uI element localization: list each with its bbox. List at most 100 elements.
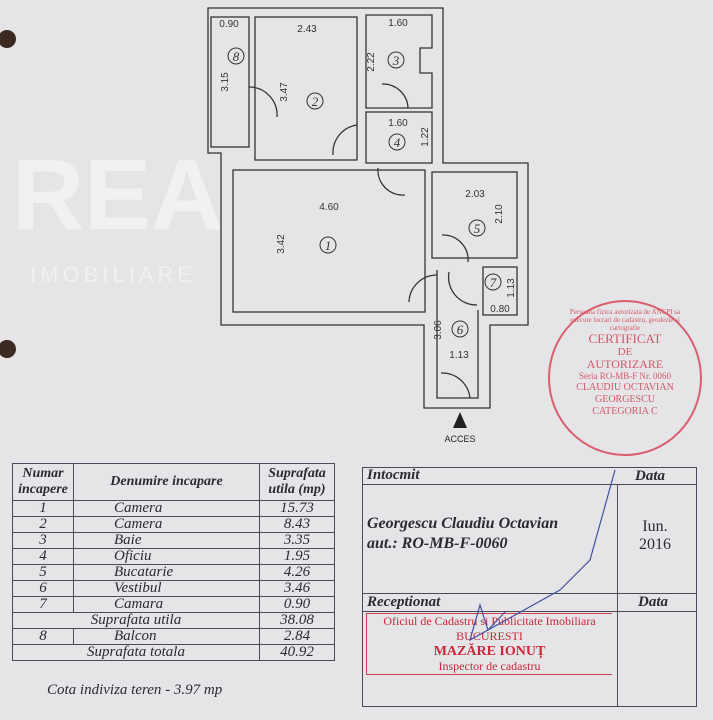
room-area: 2.84 bbox=[259, 628, 335, 645]
room-number: 4 bbox=[12, 548, 74, 565]
room-number: 3 bbox=[12, 532, 74, 549]
room-number: 1 bbox=[12, 500, 74, 517]
dim-label: 2.10 bbox=[494, 204, 505, 224]
subtotal-row: Suprafata utila 38.08 bbox=[12, 612, 335, 629]
header-number: Numar incapere bbox=[12, 463, 74, 501]
room-number: 6 bbox=[12, 580, 74, 597]
room-8-balcony bbox=[210, 16, 250, 148]
dim-label: 2.43 bbox=[297, 24, 317, 35]
room-1 bbox=[232, 169, 426, 313]
door-arc bbox=[381, 83, 409, 109]
date-value: Iun. 2016 bbox=[639, 518, 671, 554]
dim-label: 2.22 bbox=[366, 52, 377, 72]
room-area: 15.73 bbox=[259, 500, 335, 517]
room-number: 4 bbox=[394, 135, 401, 150]
room-number: 2 bbox=[12, 516, 74, 533]
room-name: Bucatarie bbox=[73, 564, 260, 581]
inspector-stamp: Oficiul de Cadastru si Publicitate Imobi… bbox=[366, 613, 612, 675]
authorization-seal: Persoana fizica autorizata de ANCPI sa e… bbox=[548, 300, 702, 456]
dim-label: 3.42 bbox=[276, 234, 287, 254]
room-area: 3.35 bbox=[259, 532, 335, 549]
dim-label: 0.90 bbox=[219, 19, 239, 30]
room-number: 6 bbox=[457, 322, 464, 337]
room-4 bbox=[365, 111, 433, 164]
room-6 bbox=[436, 270, 479, 399]
received-date-label: Data bbox=[638, 594, 668, 610]
table-header: Numar incapere Denumire incapare Suprafa… bbox=[12, 463, 335, 501]
total-row: Suprafata totala 40.92 bbox=[12, 644, 335, 661]
date-label: Data bbox=[635, 468, 665, 484]
dim-label: 1.22 bbox=[420, 127, 431, 147]
door-arc bbox=[408, 274, 438, 303]
seal-line: CATEGORIA C bbox=[592, 406, 658, 417]
room-number: 5 bbox=[474, 221, 481, 236]
room-number: 2 bbox=[312, 94, 319, 109]
seal-line: DE bbox=[617, 346, 633, 358]
seal-ring-text: Persoana fizica autorizata de ANCPI sa e… bbox=[569, 308, 681, 332]
author-name: Georgescu Claudiu Octavian bbox=[367, 515, 559, 532]
room-number: 7 bbox=[12, 596, 74, 613]
seal-line: GEORGESCU bbox=[594, 394, 655, 405]
dim-label: 3.06 bbox=[433, 320, 444, 340]
subtotal-label: Suprafata utila bbox=[12, 612, 260, 629]
dim-label: 3.15 bbox=[220, 72, 231, 92]
dim-label: 4.60 bbox=[319, 202, 339, 213]
dim-label: 3.47 bbox=[279, 82, 290, 102]
access-label: ACCES bbox=[444, 434, 475, 444]
stamp-inspector-title: Inspector de cadastru bbox=[438, 659, 541, 673]
room-area: 4.26 bbox=[259, 564, 335, 581]
room-name: Baie bbox=[73, 532, 260, 549]
seal-line: Seria RO-MB-F Nr. 0060 bbox=[579, 371, 671, 381]
room-area: 0.90 bbox=[259, 596, 335, 613]
total-label: Suprafata totala bbox=[12, 644, 260, 661]
door-arc bbox=[440, 372, 471, 399]
floor-plan: 0.90 2.43 1.60 2.22 3.15 3.47 1.60 1.22 … bbox=[207, 7, 529, 444]
door-arc bbox=[248, 86, 278, 118]
dim-label: 1.13 bbox=[449, 350, 469, 361]
room-number: 3 bbox=[392, 53, 400, 68]
room-number: 1 bbox=[325, 238, 332, 253]
stamp-office: Oficiul de Cadastru si Publicitate Imobi… bbox=[383, 614, 596, 628]
access-arrow-icon bbox=[453, 412, 467, 428]
rooms-table: Numar incapere Denumire incapare Suprafa… bbox=[12, 463, 335, 661]
punch-hole bbox=[0, 340, 16, 358]
author-authorization: aut.: RO-MB-F-0060 bbox=[367, 535, 508, 552]
land-share-caption: Cota indiviza teren - 3.97 mp bbox=[47, 682, 223, 698]
room-number: 7 bbox=[490, 275, 497, 290]
room-name: Oficiu bbox=[73, 548, 260, 565]
room-number: 8 bbox=[233, 49, 240, 64]
room-number: 5 bbox=[12, 564, 74, 581]
dim-label: 1.60 bbox=[388, 118, 408, 129]
room-number: 8 bbox=[12, 628, 74, 645]
dim-label: 2.03 bbox=[465, 189, 485, 200]
received-label: Receptionat bbox=[367, 594, 441, 610]
prepared-label: Intocmit bbox=[367, 467, 420, 483]
room-name: Vestibul bbox=[73, 580, 260, 597]
room-area: 1.95 bbox=[259, 548, 335, 565]
seal-line: CERTIFICAT bbox=[588, 331, 662, 346]
author-block: Georgescu Claudiu Octavian aut.: RO-MB-F… bbox=[367, 514, 558, 554]
dim-label: 0.80 bbox=[490, 304, 510, 315]
door-arc bbox=[377, 167, 406, 196]
room-area: 8.43 bbox=[259, 516, 335, 533]
date-year: 2016 bbox=[639, 536, 671, 553]
room-2 bbox=[254, 16, 358, 161]
door-arc bbox=[447, 271, 478, 306]
room-name: Camera bbox=[73, 500, 260, 517]
stamp-inspector-name: MAZĂRE IONUȚ bbox=[433, 644, 546, 659]
door-arc bbox=[441, 234, 469, 263]
room-7 bbox=[482, 266, 518, 316]
seal-line: AUTORIZARE bbox=[586, 357, 664, 371]
seal-line: CLAUDIU OCTAVIAN bbox=[576, 382, 674, 393]
door-arc bbox=[332, 124, 358, 156]
punch-hole bbox=[0, 30, 16, 48]
dim-label: 1.13 bbox=[506, 278, 517, 298]
header-area: Suprafata utila (mp) bbox=[259, 463, 335, 501]
